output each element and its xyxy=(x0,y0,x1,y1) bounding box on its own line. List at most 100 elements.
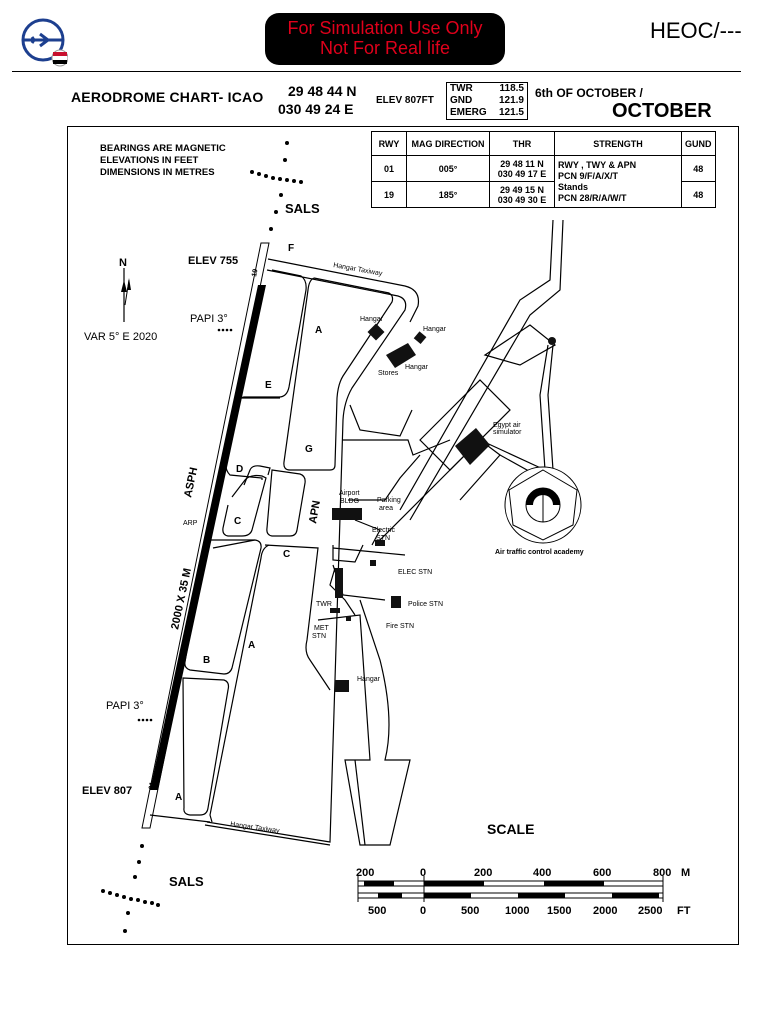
academy-label: Air traffic control academy xyxy=(495,549,584,556)
strength-line: PCN 9/F/A/X/T xyxy=(558,171,619,181)
thr-lat: 29 49 15 N xyxy=(499,184,545,195)
hangar-label-3: Hangar xyxy=(405,364,429,371)
col-thr: THR xyxy=(489,131,555,156)
header-logo xyxy=(18,18,69,68)
aerodrome-longitude: 030 49 24 E xyxy=(278,101,354,117)
runway-surface xyxy=(150,285,266,790)
twy-g-label: G xyxy=(305,444,313,455)
rwy-19-marking: 19 xyxy=(251,268,259,277)
electric-label-2: STN xyxy=(376,535,390,542)
scale-title: SCALE xyxy=(487,821,534,837)
approach-lights-south xyxy=(101,844,160,933)
twy-f-label: F xyxy=(288,243,294,254)
scale-ft-tick: 500 xyxy=(461,905,479,917)
met-label-1: MET xyxy=(314,625,330,632)
note-bearings: BEARINGS ARE MAGNETIC xyxy=(100,143,226,154)
rwy-number: 01 xyxy=(371,155,407,182)
airport-bldg-label-1: Airport xyxy=(339,490,360,497)
fire-stn-label: Fire STN xyxy=(386,623,414,630)
scale-m-tick: 800 xyxy=(653,867,671,879)
twy-c2-label: C xyxy=(283,549,290,560)
scale-ft-unit: FT xyxy=(677,905,691,917)
simulator-label-2: simulator xyxy=(493,429,522,436)
electric-label-1: Electric xyxy=(372,527,395,534)
police-stn-label: Police STN xyxy=(408,601,443,608)
runway-table: RWY MAG DIRECTION THR STRENGTH GUND 01 0… xyxy=(371,131,716,208)
scale-m-unit: M xyxy=(681,867,690,879)
freq-value: 121.9 xyxy=(498,95,524,106)
twy-b-label: B xyxy=(203,655,210,666)
rwy-mag: 005° xyxy=(406,155,490,182)
papi-lights-north xyxy=(217,328,233,332)
chart-notes: BEARINGS ARE MAGNETIC ELEVATIONS IN FEET… xyxy=(100,143,226,179)
scale-m-tick: 200 xyxy=(356,867,374,879)
rwy-number: 19 xyxy=(371,181,407,208)
twy-e-label: E xyxy=(265,380,272,391)
aerodrome-elevation: ELEV 807FT xyxy=(376,95,434,106)
twy-a1-label: A xyxy=(315,325,322,336)
arp-label: ARP xyxy=(183,520,198,527)
freq-label: EMERG xyxy=(450,107,487,118)
elev-south-label: ELEV 807 xyxy=(82,785,132,797)
strength-line: Stands xyxy=(558,182,589,192)
freq-value: 118.5 xyxy=(499,83,524,94)
twy-d-label: D xyxy=(236,464,243,475)
sals-south-label: SALS xyxy=(169,874,204,889)
freq-label: GND xyxy=(450,95,473,106)
north-arrow-icon xyxy=(121,268,131,322)
chart-code: HEOC/--- xyxy=(650,18,742,43)
strength-line: PCN 28/R/A/W/T xyxy=(558,193,627,203)
scale-ft-tick: 2000 xyxy=(593,905,617,917)
parking-label-1: Parking xyxy=(377,497,401,504)
airplane-logo-icon xyxy=(21,18,69,67)
scale-ft-tick: 500 xyxy=(368,905,386,917)
simulator-label-1: Egypt air xyxy=(493,422,521,429)
freq-row-twr: TWR 118.5 xyxy=(447,83,527,95)
scale-m-tick: 200 xyxy=(474,867,492,879)
aerodrome-latitude: 29 48 44 N xyxy=(288,83,357,99)
scale-ft-tick: 1500 xyxy=(547,905,571,917)
scale-ft-tick: 1000 xyxy=(505,905,529,917)
frequency-box: TWR 118.5 GND 121.9 EMERG 121.5 xyxy=(446,82,528,120)
scale-ft-tick: 0 xyxy=(420,905,426,917)
note-elevations: ELEVATIONS IN FEET xyxy=(100,155,199,166)
simulation-banner: For Simulation Use Only Not For Real lif… xyxy=(265,13,505,65)
hangar-label-1: Hangar xyxy=(360,316,384,323)
variation-label: VAR 5° E 2020 xyxy=(84,331,157,343)
freq-value: 121.5 xyxy=(498,107,524,118)
runway-surface-label: ASPH xyxy=(182,466,200,498)
twr-label: TWR xyxy=(316,601,332,608)
stores-label: Stores xyxy=(378,370,399,377)
aerodrome-name: OCTOBER xyxy=(612,100,712,122)
approach-lights-north xyxy=(250,141,303,231)
freq-row-emerg: EMERG 121.5 xyxy=(447,107,527,119)
hangar-label-4: Hangar xyxy=(357,676,381,683)
sals-north-label: SALS xyxy=(285,201,320,216)
rwy-strength: RWY , TWY & APN PCN 9/F/A/X/T Stands PCN… xyxy=(554,155,682,208)
papi-lights-south xyxy=(137,718,153,722)
scale-m-tick: 600 xyxy=(593,867,611,879)
banner-line-2: Not For Real life xyxy=(319,38,451,58)
elec-stn-label: ELEC STN xyxy=(398,569,432,576)
rwy-gund: 48 xyxy=(681,181,716,208)
hangar-label-2: Hangar xyxy=(423,326,447,333)
taxiway-north-label: Hangar Taxiway xyxy=(333,262,384,278)
rwy-01-marking: 01 xyxy=(148,781,156,790)
twy-c1-label: C xyxy=(234,516,241,527)
scale-m-tick: 400 xyxy=(533,867,551,879)
freq-label: TWR xyxy=(450,83,473,94)
rwy-gund: 48 xyxy=(681,155,716,182)
chart-title: AERODROME CHART- ICAO xyxy=(71,89,264,105)
parking-label-2: area xyxy=(379,505,393,512)
thr-lat: 29 48 11 N xyxy=(500,158,544,169)
thr-lon: 030 49 17 E xyxy=(497,168,547,179)
elev-north-label: ELEV 755 xyxy=(188,255,238,267)
papi-south-label: PAPI 3° xyxy=(106,700,144,712)
twy-a3-label: A xyxy=(175,792,182,803)
airport-bldg-label-2: BLDG xyxy=(340,498,359,505)
